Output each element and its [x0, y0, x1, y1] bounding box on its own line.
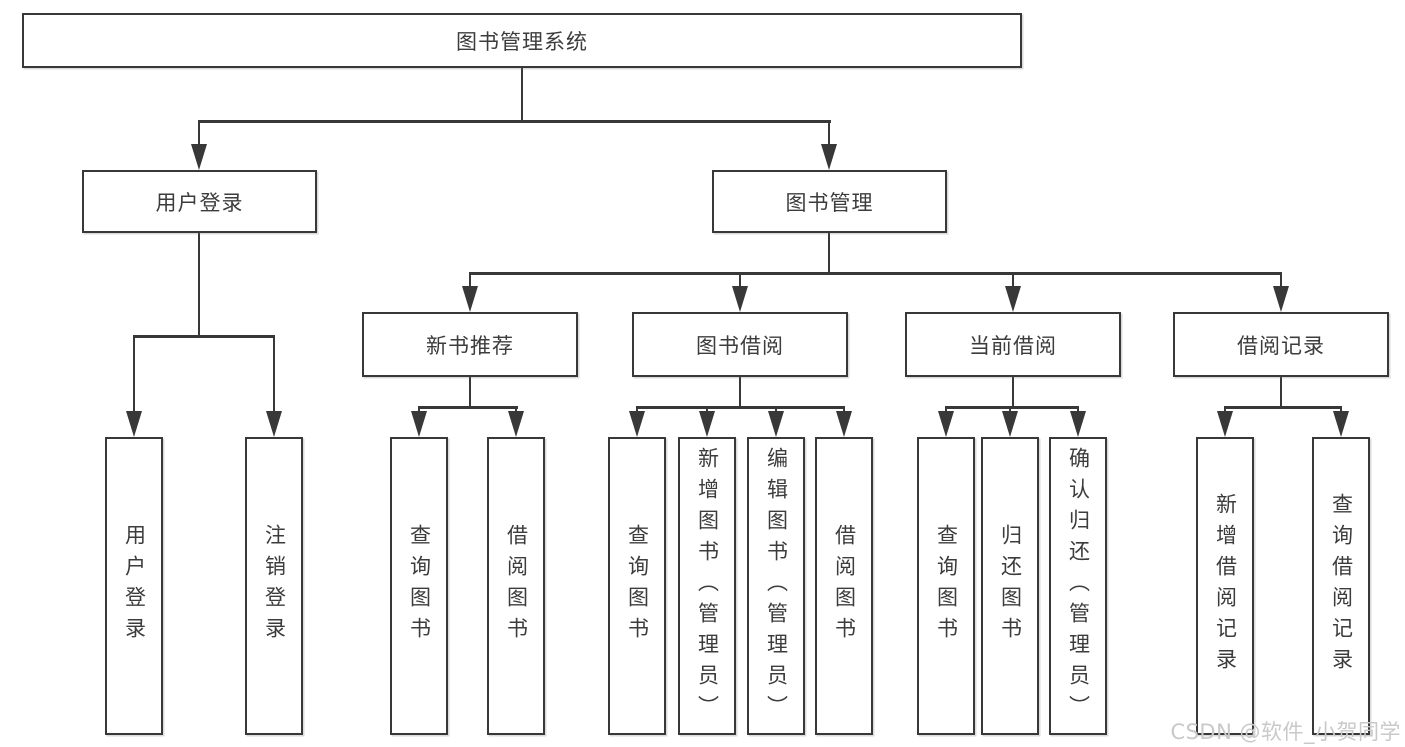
connector-drop — [1279, 272, 1283, 288]
node-borrowing-records: 借阅记录 — [1173, 312, 1389, 377]
leaf-query-books-3-label: 查询图书 — [934, 524, 959, 648]
leaf-logout-label: 注销登录 — [262, 524, 287, 648]
connector-drop-book-management — [827, 120, 831, 148]
connector-drop — [705, 406, 709, 413]
node-user-login: 用户登录 — [82, 170, 317, 233]
arrowhead-down-icon — [1070, 411, 1086, 437]
node-user-login-label: 用户登录 — [155, 190, 244, 215]
leaf-edit-book-admin: 编辑图书（管理员） — [747, 437, 805, 735]
leaf-borrow-books-2: 借阅图书 — [815, 437, 873, 735]
connector-root-stem — [520, 68, 524, 122]
arrowhead-down-icon — [938, 411, 954, 437]
leaf-borrow-books-1-label: 借阅图书 — [504, 524, 529, 648]
watermark-text: CSDN @软件_小贺同学 — [1170, 720, 1401, 744]
connector-drop — [1011, 272, 1015, 288]
arrowhead-down-icon — [768, 411, 784, 437]
arrowhead-down-icon — [629, 411, 645, 437]
leaf-query-books-1: 查询图书 — [390, 437, 448, 735]
leaf-logout: 注销登录 — [245, 437, 303, 735]
leaf-user-login-label: 用户登录 — [122, 524, 147, 648]
connector-userlogin-bar — [132, 335, 276, 338]
node-book-borrowing: 图书借阅 — [632, 312, 848, 377]
connector-root-bar — [197, 120, 831, 123]
leaf-edit-book-admin-label: 编辑图书（管理员） — [764, 446, 789, 726]
arrowhead-down-icon — [266, 411, 282, 437]
connector-bookborrow-stem — [738, 377, 742, 409]
connector-currentborrow-bar — [944, 406, 1080, 409]
leaf-borrow-books-2-label: 借阅图书 — [832, 524, 857, 648]
node-current-borrowing-label: 当前借阅 — [969, 333, 1057, 358]
arrowhead-down-icon — [1217, 411, 1233, 437]
arrowhead-down-icon — [1002, 411, 1018, 437]
connector-drop — [1008, 406, 1012, 413]
connector-drop — [1223, 406, 1227, 413]
connector-newbook-stem — [468, 377, 472, 409]
connector-bookborrow-bar — [635, 406, 846, 409]
node-library-system: 图书管理系统 — [22, 13, 1022, 68]
arrowhead-down-icon — [1273, 286, 1289, 312]
leaf-add-book-admin: 新增图书（管理员） — [678, 437, 736, 735]
leaf-return-book-label: 归还图书 — [998, 524, 1023, 648]
connector-drop — [468, 272, 472, 288]
node-new-book-recommend: 新书推荐 — [362, 312, 578, 377]
arrowhead-down-icon — [1333, 411, 1349, 437]
node-current-borrowing: 当前借阅 — [905, 312, 1121, 377]
arrowhead-down-icon — [126, 411, 142, 437]
node-book-management-label: 图书管理 — [785, 190, 874, 215]
leaf-add-borrow-record: 新增借阅记录 — [1196, 437, 1254, 735]
leaf-query-books-3: 查询图书 — [917, 437, 975, 735]
connector-drop — [738, 272, 742, 288]
node-book-borrowing-label: 图书借阅 — [696, 333, 784, 358]
leaf-add-borrow-record-label: 新增借阅记录 — [1213, 493, 1238, 679]
leaf-borrow-books-1: 借阅图书 — [487, 437, 545, 735]
connector-borrowrecords-stem — [1279, 377, 1283, 409]
arrowhead-down-icon — [821, 144, 837, 170]
leaf-user-login: 用户登录 — [105, 437, 163, 735]
connector-drop-user-login — [197, 120, 201, 148]
arrowhead-down-icon — [1005, 286, 1021, 312]
leaf-confirm-return-admin-label: 确认归还（管理员） — [1066, 446, 1091, 726]
leaf-query-books-1-label: 查询图书 — [407, 524, 432, 648]
connector-drop — [132, 335, 136, 413]
node-borrowing-records-label: 借阅记录 — [1237, 333, 1325, 358]
connector-drop — [514, 406, 518, 413]
leaf-query-borrow-record-label: 查询借阅记录 — [1329, 493, 1354, 679]
connector-bookmgmt-stem — [827, 233, 831, 275]
leaf-query-borrow-record: 查询借阅记录 — [1312, 437, 1370, 735]
connector-drop — [774, 406, 778, 413]
connector-borrowrecords-bar — [1223, 406, 1343, 409]
node-book-management: 图书管理 — [712, 170, 947, 233]
leaf-add-book-admin-label: 新增图书（管理员） — [695, 446, 720, 726]
arrowhead-down-icon — [836, 411, 852, 437]
leaf-query-books-2: 查询图书 — [608, 437, 666, 735]
arrowhead-down-icon — [508, 411, 524, 437]
connector-bookmgmt-bar — [468, 272, 1283, 275]
connector-drop — [842, 406, 846, 413]
connector-drop — [1339, 406, 1343, 413]
connector-newbook-bar — [417, 406, 518, 409]
arrowhead-down-icon — [191, 144, 207, 170]
leaf-return-book: 归还图书 — [981, 437, 1039, 735]
arrowhead-down-icon — [411, 411, 427, 437]
connector-drop — [1076, 406, 1080, 413]
connector-currentborrow-stem — [1011, 377, 1015, 409]
connector-drop — [417, 406, 421, 413]
arrowhead-down-icon — [732, 286, 748, 312]
leaf-query-books-2-label: 查询图书 — [625, 524, 650, 648]
node-new-book-recommend-label: 新书推荐 — [426, 333, 514, 358]
node-library-system-label: 图书管理系统 — [456, 29, 588, 54]
arrowhead-down-icon — [462, 286, 478, 312]
connector-drop — [635, 406, 639, 413]
connector-drop — [944, 406, 948, 413]
connector-userlogin-stem — [197, 233, 201, 338]
leaf-confirm-return-admin: 确认归还（管理员） — [1049, 437, 1107, 735]
arrowhead-down-icon — [699, 411, 715, 437]
connector-drop — [272, 335, 276, 413]
